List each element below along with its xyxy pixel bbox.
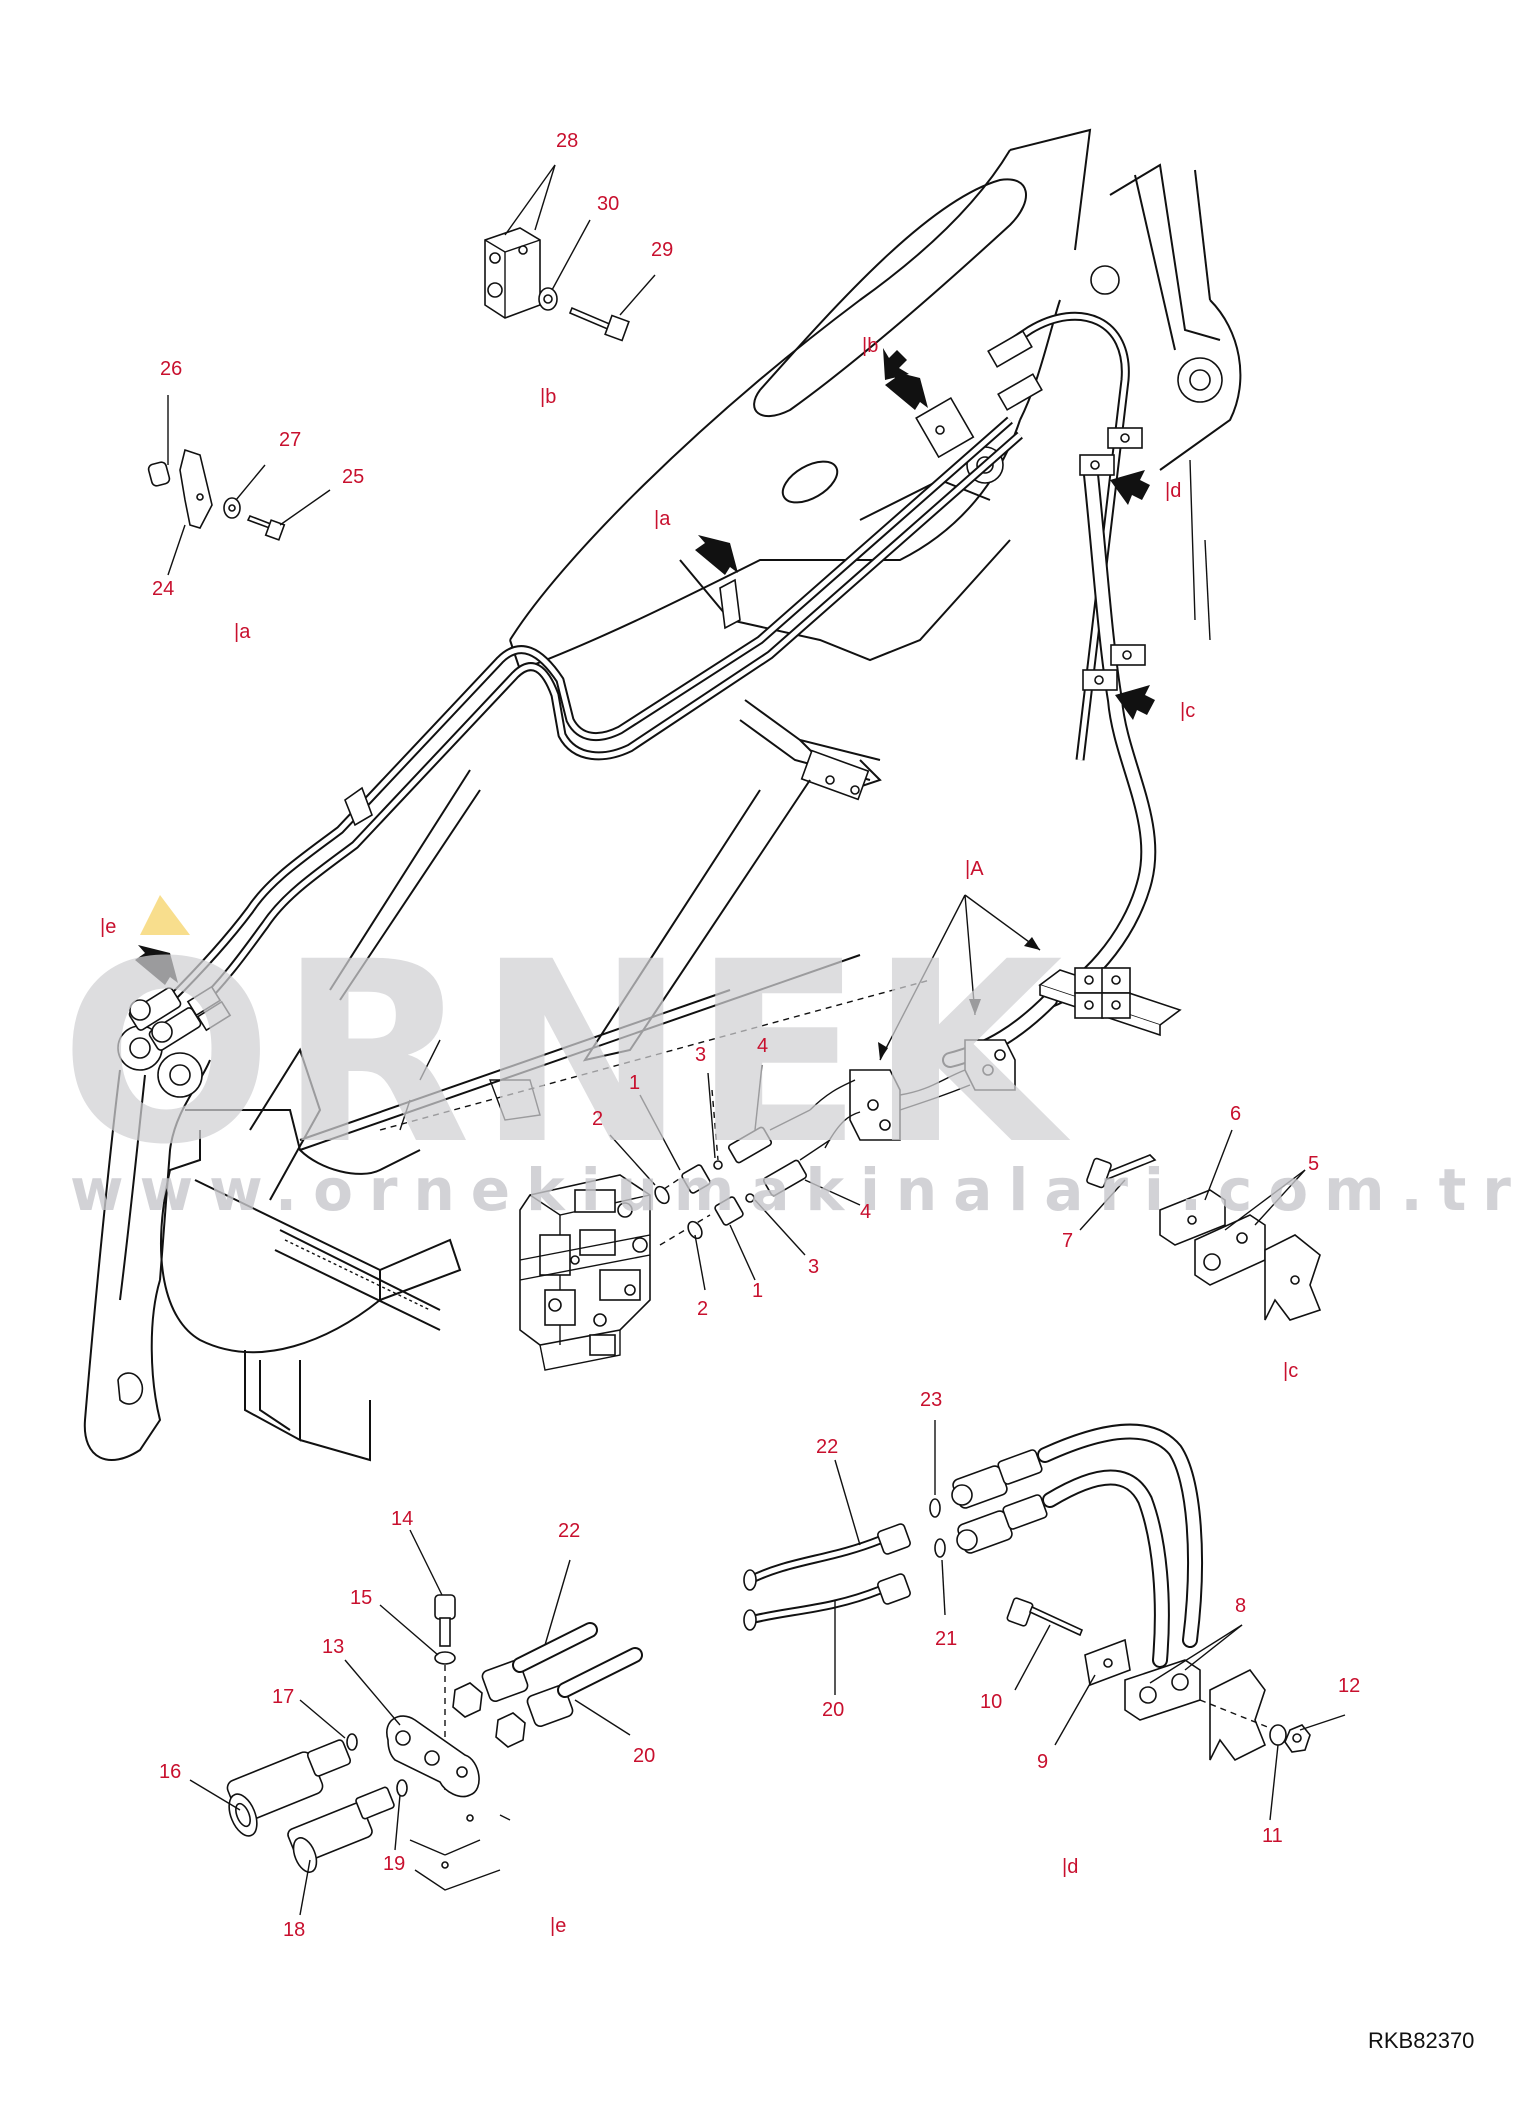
callout-numbers: 28 30 29 26 27 25 24 1 3 4 2 4 3 1 2 6 5… [152,130,1360,1941]
ref-e-detail: |e [550,1915,566,1937]
callout-1b: 1 [752,1280,763,1302]
callout-27: 27 [279,429,301,451]
callout-17: 17 [272,1686,294,1708]
pointer-arrows [135,348,1155,985]
hydraulic-pipes [166,311,1130,1014]
callout-16: 16 [159,1761,181,1783]
callout-23: 23 [920,1389,942,1411]
ref-b-main: |b [862,335,878,357]
callout-12: 12 [1338,1675,1360,1697]
detail-a-bracket [147,448,286,541]
watermark-url: www.ornekiumakinalari.com.tr [70,1156,1527,1224]
detail-e-couplers [226,1594,643,1891]
watermark-brand: ORNEK [60,908,1071,1199]
detail-b-clamp [484,227,630,342]
callout-2b: 2 [697,1298,708,1320]
callout-20-d: 20 [822,1699,844,1721]
control-valve [519,1174,651,1371]
watermark: ORNEK www.ornekiumakinalari.com.tr [60,895,1527,1224]
detail-c-clamp [1086,1154,1322,1321]
callout-18: 18 [283,1919,305,1941]
callout-11: 11 [1262,1825,1283,1847]
callout-7: 7 [1062,1230,1073,1252]
callout-14: 14 [391,1508,413,1530]
callout-28: 28 [556,130,578,152]
callout-1a: 1 [629,1072,640,1094]
ref-d-detail: |d [1062,1856,1078,1878]
callout-29: 29 [651,239,673,261]
boom-structure [83,128,1242,1462]
quick-couplers-main [128,985,232,1051]
callout-26: 26 [160,358,182,380]
callout-25: 25 [342,466,364,488]
ref-c-main: |c [1180,700,1195,722]
fittings-1-4 [654,1079,861,1246]
callout-4b: 4 [860,1201,871,1223]
callout-5: 5 [1308,1153,1319,1175]
callout-4a: 4 [757,1035,768,1057]
detail-d-hoses [743,1423,1311,1762]
ref-c-detail: |c [1283,1360,1298,1382]
ref-d-main: |d [1165,480,1181,502]
leader-lines [167,164,1346,1916]
callout-15: 15 [350,1587,372,1609]
callout-3b: 3 [808,1256,819,1278]
ref-A: |A [965,858,984,880]
watermark-accent [140,895,190,935]
callout-22-d: 22 [816,1436,838,1458]
callout-13: 13 [322,1636,344,1658]
callout-19: 19 [383,1853,405,1875]
detail-references: |b |b |a |a |d |c |A |e |c |d |e [100,335,1298,1937]
ref-e-main: |e [100,916,116,938]
flexible-hoses [942,427,1157,1068]
callout-21: 21 [935,1628,957,1650]
callout-3a: 3 [695,1044,706,1066]
ref-b-detail: |b [540,386,556,408]
callout-9: 9 [1037,1751,1048,1773]
drawing-code: RKB82370 [1368,2028,1474,2053]
callout-24: 24 [152,578,174,600]
callout-2a: 2 [592,1108,603,1130]
callout-30: 30 [597,193,619,215]
callout-6: 6 [1230,1103,1241,1125]
callout-8: 8 [1235,1595,1246,1617]
ref-a-detail: |a [234,621,251,643]
callout-20-e: 20 [633,1745,655,1767]
callout-22-e: 22 [558,1520,580,1542]
callout-10: 10 [980,1691,1002,1713]
detail-A-blocks [849,967,1182,1141]
ref-a-main: |a [654,508,671,530]
